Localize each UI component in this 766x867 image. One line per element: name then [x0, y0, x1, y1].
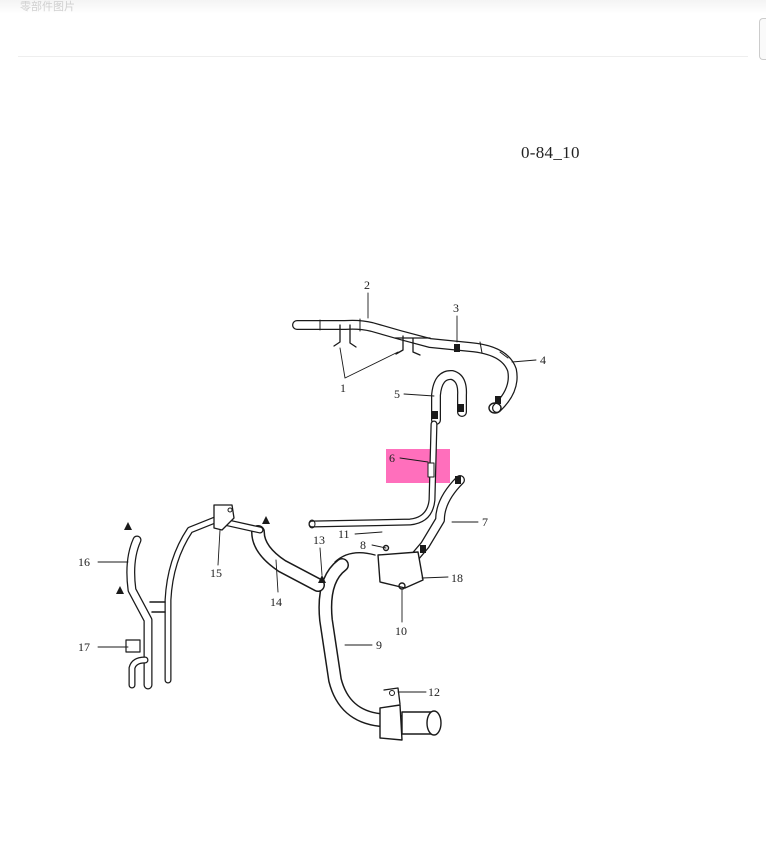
- callout-3: 3: [453, 301, 459, 315]
- callout-4: 4: [540, 353, 546, 367]
- diagram-reference-code: 0-84_10: [521, 143, 580, 162]
- callout-6: 6: [389, 451, 395, 465]
- hose-16: [125, 535, 153, 690]
- callout-5: 5: [394, 387, 400, 401]
- callout-2: 2: [364, 278, 370, 292]
- callout-13: 13: [313, 533, 325, 547]
- callout-10: 10: [395, 624, 407, 638]
- header-bar: 零部件图片: [0, 0, 766, 14]
- callout-14: 14: [270, 595, 282, 609]
- hose-top: [292, 318, 518, 414]
- callout-17: 17: [78, 640, 90, 654]
- callout-8: 8: [360, 538, 366, 552]
- callout-12: 12: [428, 685, 440, 699]
- callout-1: 1: [340, 381, 346, 395]
- hose-9: [318, 558, 442, 741]
- callout-leaders: [97, 292, 537, 693]
- callout-16: 16: [78, 555, 90, 569]
- hose-u-bend: [431, 370, 468, 425]
- callout-15: 15: [210, 566, 222, 580]
- callout-7: 7: [482, 515, 488, 529]
- highlight-part-6: [386, 449, 450, 483]
- hose-14: [251, 525, 325, 592]
- bracket-set-1: [333, 324, 431, 356]
- header-title: 零部件图片: [20, 1, 75, 13]
- clamp-markers: [116, 344, 501, 594]
- scrollbar-handle[interactable]: [759, 18, 766, 60]
- callout-11: 11: [338, 527, 350, 541]
- header-divider: [18, 56, 748, 57]
- callout-18: 18: [451, 571, 463, 585]
- pipe-15: [149, 504, 264, 684]
- callout-9: 9: [376, 638, 382, 652]
- hose-7: [403, 475, 465, 570]
- pipe-long: [308, 420, 438, 529]
